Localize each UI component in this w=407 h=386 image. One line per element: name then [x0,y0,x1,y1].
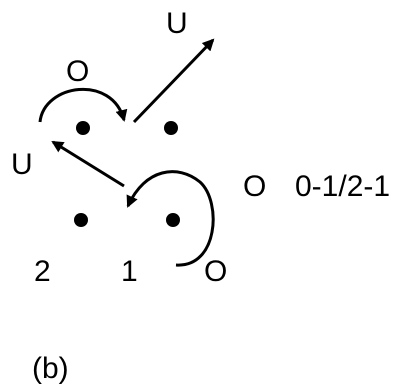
panel-label: (b) [32,352,69,385]
label-o-right-lower: O [204,255,227,288]
lattice-dot-top-left [76,121,90,135]
label-u-top: U [166,7,188,40]
arrow-up-left [51,140,125,188]
arrow-up-right [132,38,215,124]
lattice-dot-bottom-left [74,213,88,227]
curved-loop-arrow [126,170,215,267]
label-sequence: 0-1/2-1 [295,170,390,203]
lattice-dot-bottom-right [166,213,180,227]
label-site-1: 1 [121,255,138,288]
label-o-top: O [66,55,89,88]
label-site-2: 2 [34,255,51,288]
label-u-left: U [11,148,33,181]
label-o-right-upper: O [243,170,266,203]
lattice-dot-top-right [164,121,178,135]
curved-arrow-top [38,87,128,123]
